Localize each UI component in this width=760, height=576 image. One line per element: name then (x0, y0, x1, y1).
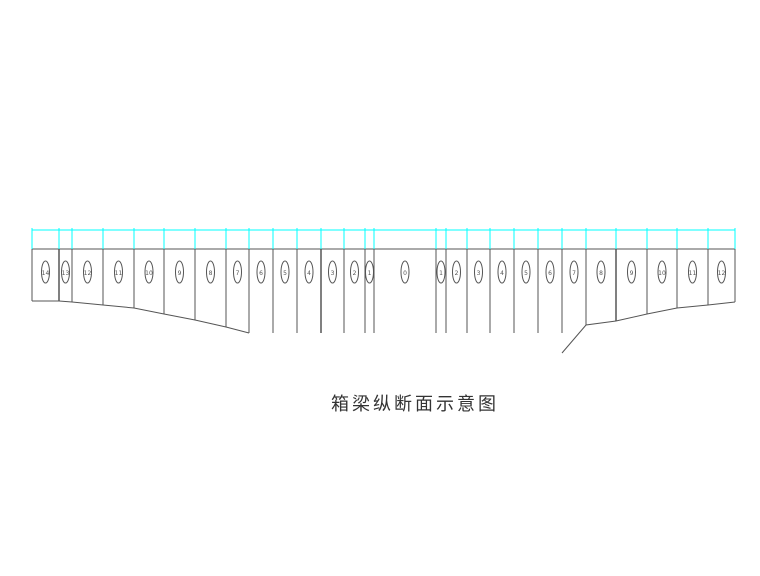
segment-number-marker (521, 260, 531, 284)
segment-number-marker (436, 260, 446, 284)
segment-number: 3 (331, 270, 335, 277)
segment-number: 5 (524, 270, 528, 277)
drawing-title: 箱梁纵断面示意图 (331, 394, 499, 415)
segment-number: 4 (500, 270, 504, 277)
segment-number-marker (657, 260, 667, 284)
segment-number: 10 (145, 270, 153, 277)
segment-number-marker (545, 260, 555, 284)
segment-number: 3 (477, 270, 481, 277)
segment-number: 2 (353, 270, 357, 277)
segment-number-marker (596, 260, 606, 284)
segment-number-marker (144, 260, 154, 284)
segment-number-marker (365, 260, 374, 284)
segment-number: 0 (403, 270, 407, 277)
segment-number-marker (400, 260, 410, 284)
segment-number-marker (206, 260, 215, 284)
segment-number: 5 (283, 270, 287, 277)
segment-number: 14 (42, 270, 50, 277)
segment-number-marker (41, 260, 50, 284)
segment-number: 4 (307, 270, 311, 277)
segment-number: 13 (62, 270, 70, 277)
segment-number-marker (304, 260, 314, 284)
segment-number-marker (350, 260, 359, 284)
girder-bottom-right (561, 301, 736, 354)
girder-bottom-left (32, 300, 250, 334)
segment-number: 8 (599, 270, 603, 277)
segment-number-marker (233, 260, 242, 284)
segment-number-marker (497, 260, 507, 284)
segment-number-marker (328, 260, 337, 284)
segment-number-marker (717, 260, 726, 284)
segment-number-marker (175, 260, 184, 284)
segment-number: 11 (115, 270, 123, 277)
segment-number-marker (114, 260, 123, 284)
segment-number: 7 (236, 270, 240, 277)
segment-number-marker (61, 260, 70, 284)
segment-number: 6 (548, 270, 552, 277)
segment-number: 6 (259, 270, 263, 277)
segment-number: 11 (689, 270, 697, 277)
segment-number: 12 (84, 270, 92, 277)
segment-number-marker (627, 260, 636, 284)
segment-number: 2 (455, 270, 459, 277)
segment-number-marker (83, 260, 92, 284)
segment-number-marker (452, 260, 461, 284)
segment-number-marker (256, 260, 266, 284)
segment-number: 9 (630, 270, 634, 277)
segment-number-marker (569, 260, 579, 284)
segment-number-marker (688, 260, 697, 284)
segment-number: 1 (368, 270, 372, 277)
segment-number: 10 (658, 270, 666, 277)
segment-number: 9 (178, 270, 182, 277)
segment-number: 7 (572, 270, 576, 277)
segment-number-marker (280, 260, 290, 284)
segment-number: 12 (718, 270, 726, 277)
segment-number: 1 (439, 270, 443, 277)
segment-number: 8 (209, 270, 213, 277)
segment-number-marker (474, 260, 483, 284)
